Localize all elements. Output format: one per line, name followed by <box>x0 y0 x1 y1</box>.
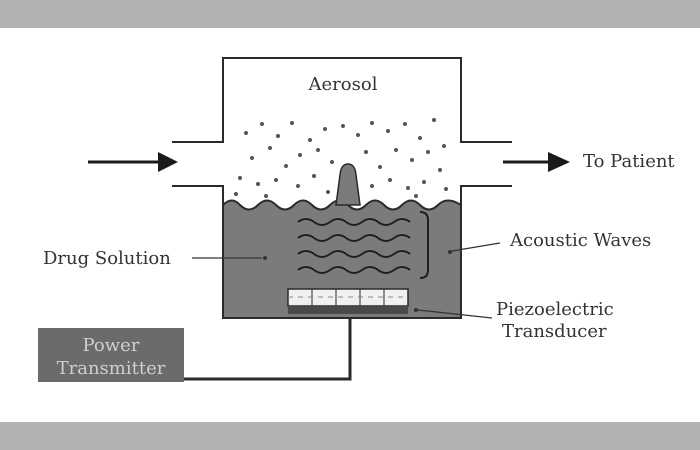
transmitter-label: Transmitter <box>57 358 166 379</box>
leader-lines <box>192 242 501 319</box>
chamber-lower-outline <box>172 185 512 319</box>
aerosol-particles <box>234 118 448 198</box>
to-patient-label: To Patient <box>583 151 675 172</box>
transducer-pointer <box>414 308 418 312</box>
acoustic-waves <box>297 211 429 279</box>
drug-solution-label: Drug Solution <box>43 248 171 269</box>
power-transmitter-box <box>38 328 184 382</box>
fountain-jet <box>335 163 361 206</box>
power-label: Power <box>83 335 140 356</box>
piezoelectric-label: Piezoelectric <box>496 299 614 320</box>
transducer-label: Transducer <box>502 321 607 342</box>
acoustic-waves-label: Acoustic Waves <box>509 230 651 251</box>
chamber-outline <box>172 57 512 143</box>
piezoelectric-transducer <box>287 288 409 314</box>
power-cable <box>184 318 352 381</box>
acoustic-waves-pointer <box>448 250 452 254</box>
aerosol-label: Aerosol <box>308 74 378 95</box>
inlet-arrow <box>88 152 178 172</box>
outlet-arrow <box>503 152 570 172</box>
drug-solution-pointer <box>263 256 267 260</box>
